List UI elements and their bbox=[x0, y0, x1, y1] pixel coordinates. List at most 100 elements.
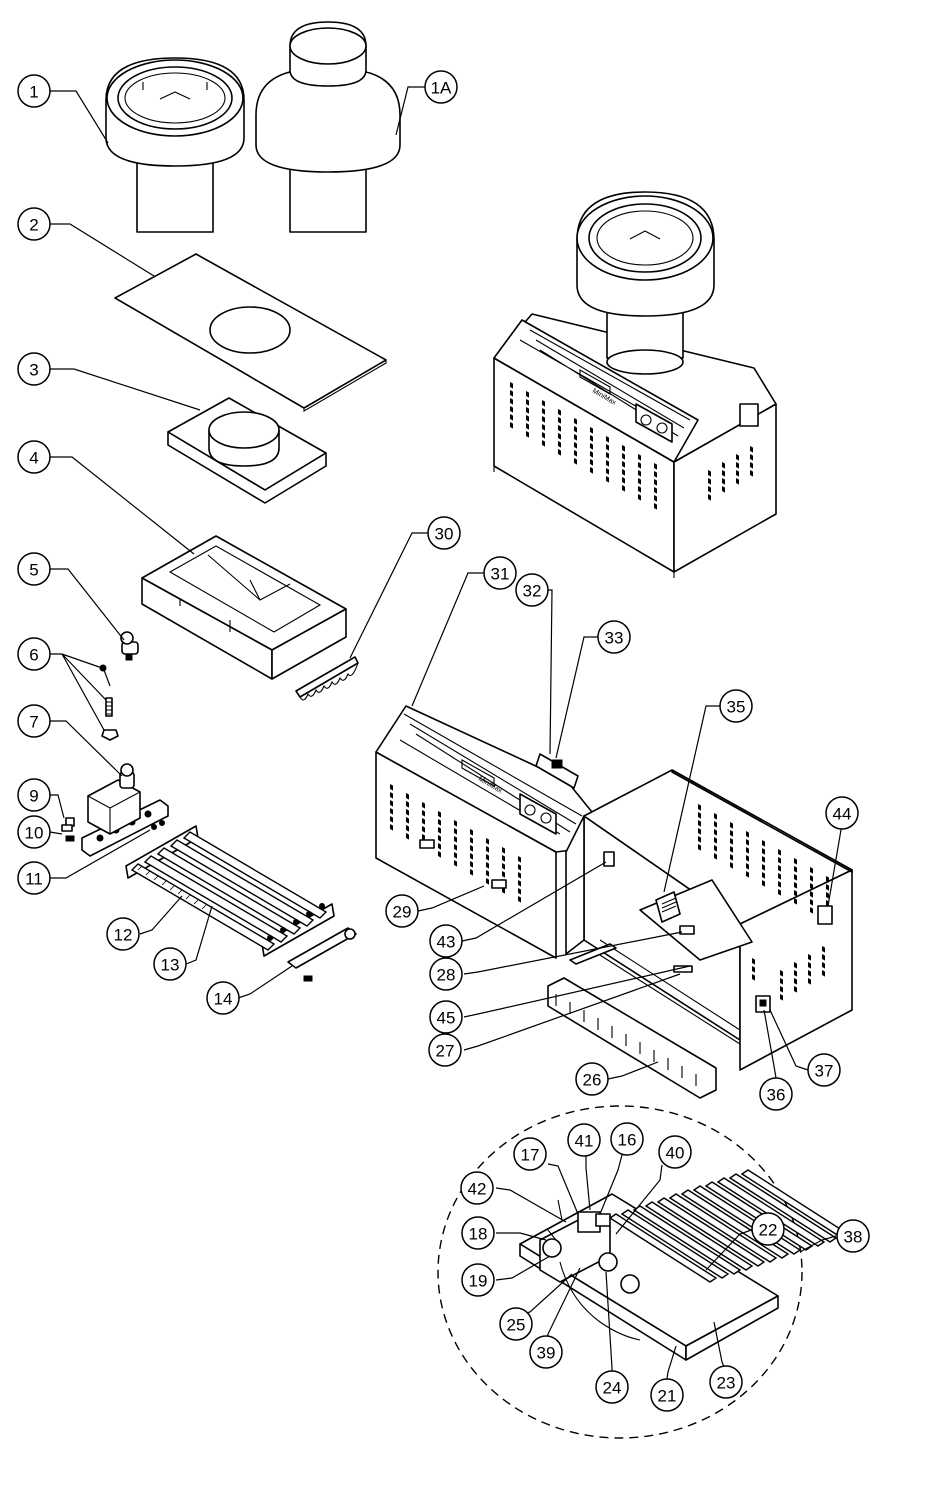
assembled-heater: MiniMax bbox=[493, 191, 777, 578]
callout-42: 42 bbox=[460, 1171, 494, 1205]
callout-label: 23 bbox=[717, 1374, 736, 1393]
callout-circle bbox=[461, 1216, 495, 1250]
callout-label: 14 bbox=[214, 990, 233, 1009]
callout-label: 32 bbox=[523, 582, 542, 601]
callout-circle bbox=[206, 981, 240, 1015]
callout-circle bbox=[513, 1137, 547, 1171]
callout-label: 17 bbox=[521, 1146, 540, 1165]
part-31-front-panel: MiniMax bbox=[375, 705, 593, 853]
callout-label: 6 bbox=[29, 646, 38, 665]
callout-circle bbox=[17, 815, 51, 849]
callout-circle bbox=[751, 1212, 785, 1246]
part-5-pressure-switch bbox=[120, 631, 139, 661]
callout-label: 42 bbox=[468, 1180, 487, 1199]
callout-40: 40 bbox=[658, 1135, 692, 1169]
callout-label: 21 bbox=[658, 1387, 677, 1406]
callout-label: 18 bbox=[469, 1225, 488, 1244]
callout-45: 45 bbox=[429, 1000, 463, 1034]
part-10-orifice bbox=[65, 835, 75, 842]
callout-circle bbox=[483, 556, 517, 590]
callout-circle bbox=[429, 1000, 463, 1034]
callout-29: 29 bbox=[385, 894, 419, 928]
callout-circle bbox=[499, 1307, 533, 1341]
leader-lines bbox=[49, 86, 843, 1386]
part-13-burners bbox=[130, 831, 328, 951]
callout-label: 16 bbox=[618, 1131, 637, 1150]
part-14-igniter bbox=[287, 927, 357, 982]
part-9-orifice bbox=[61, 817, 75, 832]
part-1-flue-cap bbox=[105, 57, 245, 233]
callout-label: 30 bbox=[435, 525, 454, 544]
callout-circle bbox=[17, 637, 51, 671]
callout-circle bbox=[153, 947, 187, 981]
burner-detail-assembly bbox=[519, 1169, 850, 1361]
callout-circle bbox=[429, 924, 463, 958]
callout-circle bbox=[836, 1219, 870, 1253]
part-6-fasteners bbox=[99, 664, 119, 741]
part-32-control-bezel bbox=[535, 753, 579, 789]
callout-14: 14 bbox=[206, 981, 240, 1015]
part-35-junction-box bbox=[639, 879, 753, 961]
callout-6: 6 bbox=[17, 637, 51, 671]
callout-circle bbox=[428, 1033, 462, 1067]
burner-detail-boundary bbox=[437, 1105, 803, 1439]
callout-circle bbox=[17, 207, 51, 241]
callout-circle bbox=[17, 440, 51, 474]
callout-label: 11 bbox=[25, 870, 43, 889]
callout-label: 36 bbox=[767, 1086, 786, 1105]
callout-label: 19 bbox=[469, 1272, 488, 1291]
callout-43: 43 bbox=[429, 924, 463, 958]
callout-21: 21 bbox=[650, 1378, 684, 1412]
callout-circle bbox=[17, 352, 51, 386]
callout-label: 33 bbox=[605, 629, 624, 648]
callout-label: 1A bbox=[431, 79, 452, 98]
callout-circle bbox=[597, 620, 631, 654]
callout-circle bbox=[17, 552, 51, 586]
callout-label: 9 bbox=[29, 787, 38, 806]
part-33-control-module bbox=[551, 759, 563, 769]
callout-22: 22 bbox=[751, 1212, 785, 1246]
part-36-switch bbox=[755, 995, 771, 1013]
callout-circle bbox=[567, 1123, 601, 1157]
callout-circle bbox=[461, 1263, 495, 1297]
callout-circle bbox=[106, 917, 140, 951]
callout-label: 45 bbox=[437, 1009, 456, 1028]
callout-25: 25 bbox=[499, 1307, 533, 1341]
part-45-sight-glass bbox=[673, 965, 693, 973]
callout-circle bbox=[17, 74, 51, 108]
callout-24: 24 bbox=[595, 1370, 629, 1404]
part-30-baffle bbox=[295, 656, 359, 701]
callout-circle bbox=[709, 1365, 743, 1399]
callout-39: 39 bbox=[529, 1335, 563, 1369]
callout-circle bbox=[424, 70, 458, 104]
callout-circle bbox=[17, 778, 51, 812]
callout-18: 18 bbox=[461, 1216, 495, 1250]
callout-circle bbox=[825, 796, 859, 830]
part-29-front-door bbox=[375, 751, 575, 959]
callout-33: 33 bbox=[597, 620, 631, 654]
callout-circle bbox=[427, 516, 461, 550]
callout-3: 3 bbox=[17, 352, 51, 386]
callout-circle bbox=[807, 1053, 841, 1087]
callout-44: 44 bbox=[825, 796, 859, 830]
callout-41: 41 bbox=[567, 1123, 601, 1157]
callout-circle bbox=[529, 1335, 563, 1369]
callout-label: 4 bbox=[29, 449, 38, 468]
callout-label: 37 bbox=[815, 1062, 834, 1081]
callout-7: 7 bbox=[17, 704, 51, 738]
callout-label: 24 bbox=[603, 1379, 622, 1398]
callout-26: 26 bbox=[575, 1062, 609, 1096]
callout-10: 10 bbox=[17, 815, 51, 849]
callout-38: 38 bbox=[836, 1219, 870, 1253]
callout-label: 40 bbox=[666, 1144, 685, 1163]
callout-label: 43 bbox=[437, 933, 456, 952]
callout-circle bbox=[385, 894, 419, 928]
callout-label: 41 bbox=[575, 1132, 594, 1151]
callout-circle bbox=[658, 1135, 692, 1169]
callout-label: 39 bbox=[537, 1344, 556, 1363]
callout-11: 11 bbox=[17, 861, 51, 895]
callout-30: 30 bbox=[427, 516, 461, 550]
callout-23: 23 bbox=[709, 1365, 743, 1399]
